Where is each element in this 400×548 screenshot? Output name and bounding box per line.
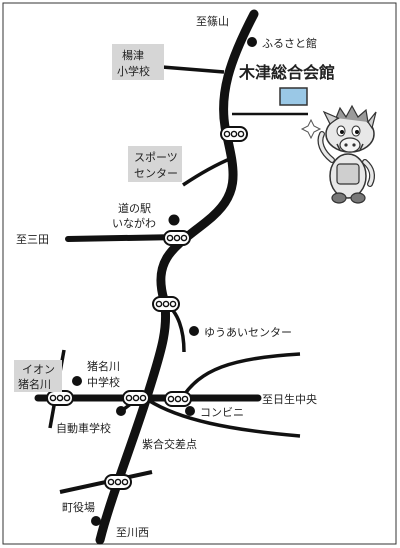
traffic-signal-icon [164, 391, 192, 407]
place-convenience: コンビニ [200, 406, 244, 419]
yazu-school-label-box [112, 44, 164, 80]
landmark-dot-icon [116, 406, 126, 416]
landmark-dot-icon [72, 376, 82, 386]
landmark-dot-icon [247, 37, 257, 47]
place-yazu-school-1: 楊津 [122, 48, 144, 62]
traffic-signal-icon [152, 296, 180, 312]
place-sports-center-2: センター [134, 167, 178, 180]
main-road [95, 9, 259, 545]
traffic-signal-icon [163, 230, 191, 246]
road-west-sanda [65, 234, 183, 242]
direction-south: 至川西 [116, 526, 149, 539]
boar-mascot-icon [300, 104, 377, 204]
place-yazu-school-2: 小学校 [117, 64, 150, 78]
traffic-signal-icon [122, 390, 150, 406]
place-town-office: 町役場 [62, 500, 95, 514]
place-michinoeki-2: いながわ [112, 216, 156, 230]
landmark-dot-icon [189, 326, 199, 336]
building-icon [279, 87, 308, 106]
page-title: 木津総合会館 [238, 63, 335, 82]
place-aeon-1: イオン [22, 363, 55, 376]
road-northeast [180, 352, 301, 399]
place-yuai-center: ゆうあいセンター [204, 326, 292, 339]
direction-east: 至日生中央 [262, 392, 317, 406]
road-to-yazu-school [161, 65, 225, 74]
place-aeon-2: 猪名川 [18, 377, 51, 391]
landmark-dot-icon [185, 406, 195, 416]
place-furusato: ふるさと館 [262, 36, 317, 50]
place-driving-school: 自動車学校 [56, 421, 111, 435]
traffic-signal-icon [46, 390, 74, 406]
place-intersection: 紫合交差点 [142, 437, 197, 451]
place-sports-center-1: スポーツ [134, 151, 178, 164]
aeon-label-box [14, 360, 62, 392]
traffic-signal-icon [220, 126, 248, 142]
landmark-dot-icon [168, 214, 180, 226]
traffic-signal-icon [104, 474, 132, 490]
map-frame [2, 2, 397, 545]
place-michinoeki-1: 道の駅 [118, 201, 151, 215]
direction-west: 至三田 [16, 233, 49, 246]
road-southeast [147, 398, 301, 438]
place-inagawa-jhs-2: 中学校 [87, 375, 120, 389]
road-to-sports-center [182, 156, 233, 187]
landmark-dot-icon [91, 516, 101, 526]
sports-center-label-box [128, 146, 182, 182]
place-inagawa-jhs-1: 猪名川 [87, 359, 120, 373]
direction-north: 至篠山 [196, 14, 229, 28]
